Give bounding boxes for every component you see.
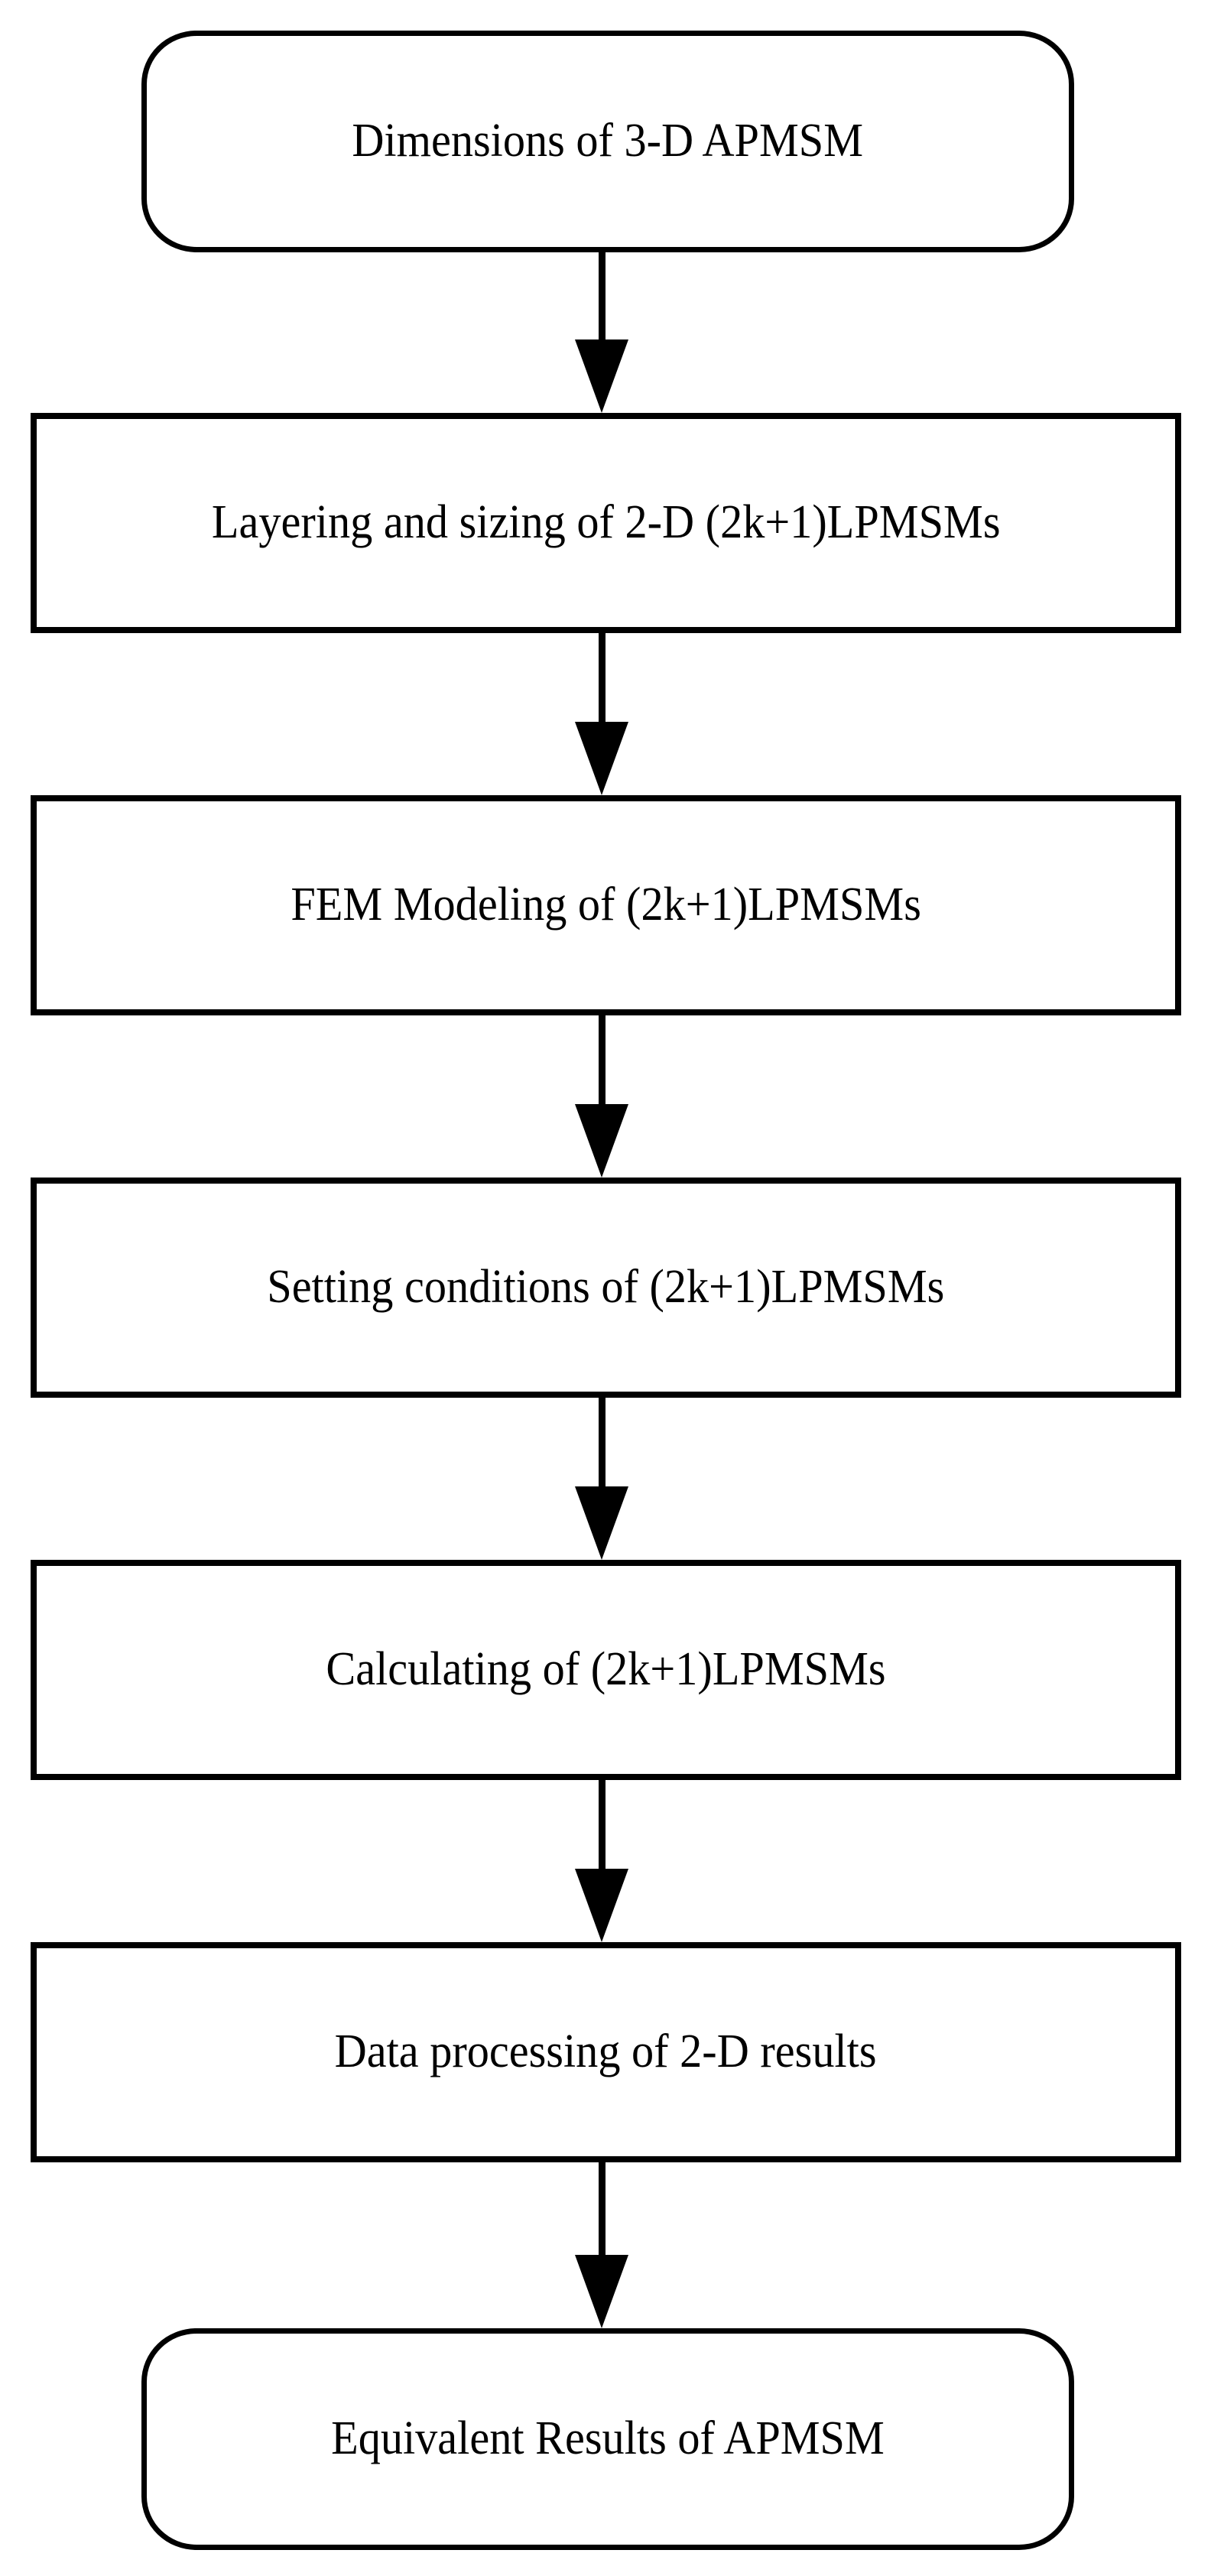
flow-node-end[interactable]: Equivalent Results of APMSM (141, 2328, 1074, 2550)
flow-node-label: Dimensions of 3-D APMSM (352, 115, 864, 167)
flow-node-data-processing[interactable]: Data processing of 2-D results (31, 1942, 1181, 2162)
flow-node-calculating[interactable]: Calculating of (2k+1)LPMSMs (31, 1560, 1181, 1780)
flow-connector-arrow-down (575, 252, 628, 413)
flow-node-start[interactable]: Dimensions of 3-D APMSM (141, 31, 1074, 252)
flow-node-fem-modeling[interactable]: FEM Modeling of (2k+1)LPMSMs (31, 795, 1181, 1015)
flow-node-setting-conditions[interactable]: Setting conditions of (2k+1)LPMSMs (31, 1178, 1181, 1398)
flow-node-label: FEM Modeling of (2k+1)LPMSMs (291, 879, 921, 931)
flow-connector-arrow-down (575, 1780, 628, 1942)
connector-stem (598, 252, 606, 343)
connector-stem (598, 1015, 606, 1107)
arrowhead-down-icon (575, 2255, 628, 2328)
flow-connector-arrow-down (575, 2162, 628, 2328)
flow-node-label: Equivalent Results of APMSM (331, 2412, 885, 2465)
flow-node-label: Data processing of 2-D results (335, 2025, 877, 2078)
arrowhead-down-icon (575, 1104, 628, 1178)
arrowhead-down-icon (575, 722, 628, 795)
connector-stem (598, 633, 606, 725)
arrowhead-down-icon (575, 1486, 628, 1560)
flow-node-label: Calculating of (2k+1)LPMSMs (326, 1643, 886, 1696)
arrowhead-down-icon (575, 1869, 628, 1942)
flow-connector-arrow-down (575, 633, 628, 795)
connector-stem (598, 1398, 606, 1489)
connector-stem (598, 1780, 606, 1872)
flow-node-label: Setting conditions of (2k+1)LPMSMs (267, 1261, 945, 1314)
flow-connector-arrow-down (575, 1015, 628, 1178)
flow-node-label: Layering and sizing of 2-D (2k+1)LPMSMs (211, 496, 1001, 549)
arrowhead-down-icon (575, 339, 628, 413)
flow-connector-arrow-down (575, 1398, 628, 1560)
connector-stem (598, 2162, 606, 2258)
flow-node-layering-sizing[interactable]: Layering and sizing of 2-D (2k+1)LPMSMs (31, 413, 1181, 633)
